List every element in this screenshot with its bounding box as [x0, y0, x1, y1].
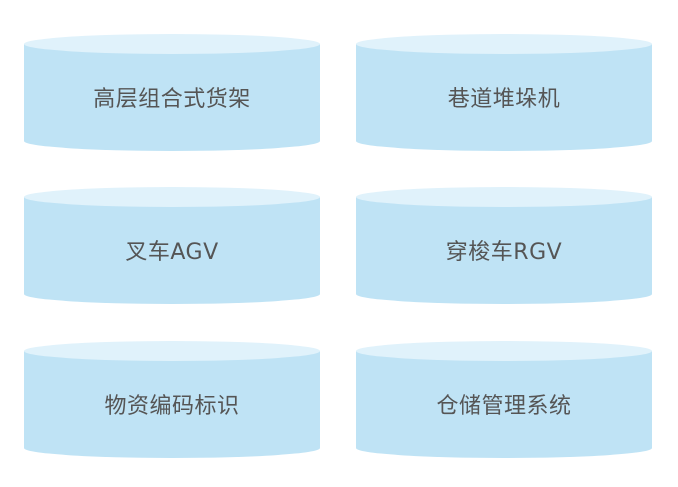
cylinder-label: 仓储管理系统 [436, 394, 572, 419]
cylinder-stacker-crane: 巷道堆垛机 [356, 33, 652, 153]
cylinder-label: 叉车AGV [125, 240, 219, 265]
cylinder-shape [24, 34, 320, 151]
cylinder-label: 物资编码标识 [104, 394, 240, 419]
cylinder-body [356, 44, 652, 151]
cylinder-top [24, 187, 320, 207]
cylinder-body [24, 44, 320, 151]
cylinder-shape [356, 187, 652, 304]
cylinder-top [356, 34, 652, 54]
cylinder-shape [356, 341, 652, 458]
cylinder-body [24, 351, 320, 458]
cylinder-body [356, 197, 652, 304]
cylinder-shape [24, 187, 320, 304]
cylinder-material-coding: 物资编码标识 [24, 340, 320, 460]
cylinder-body [356, 351, 652, 458]
cylinder-top [356, 341, 652, 361]
cylinder-shape [356, 34, 652, 151]
cylinder-body [24, 197, 320, 304]
cylinder-top [356, 187, 652, 207]
cylinder-shuttle-rgv: 穿梭车RGV [356, 186, 652, 306]
cylinder-high-rise-rack: 高层组合式货架 [24, 33, 320, 153]
cylinder-shape [24, 341, 320, 458]
cylinder-label: 穿梭车RGV [445, 240, 563, 265]
cylinder-label: 巷道堆垛机 [447, 87, 561, 112]
cylinder-forklift-agv: 叉车AGV [24, 186, 320, 306]
cylinder-top [24, 34, 320, 54]
cylinder-top [24, 341, 320, 361]
cylinder-wms: 仓储管理系统 [356, 340, 652, 460]
cylinder-label: 高层组合式货架 [93, 87, 251, 112]
